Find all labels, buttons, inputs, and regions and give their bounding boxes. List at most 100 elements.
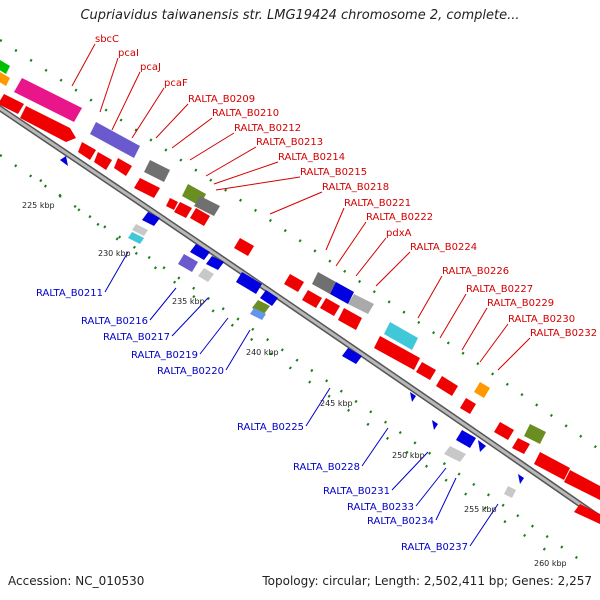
inner-scale-ring — [0, 153, 581, 562]
gene-arrow — [384, 322, 418, 350]
gene-label: RALTA_B0228 — [293, 462, 360, 473]
gene-label: RALTA_B0229 — [487, 298, 554, 309]
kbp-label: 250 kbp — [392, 451, 425, 460]
gene-arrow — [504, 486, 516, 498]
gene-arrow — [250, 308, 266, 320]
gene-arrow — [518, 474, 524, 484]
gene-label: RALTA_B0218 — [322, 182, 389, 193]
gene-label: RALTA_B0232 — [530, 328, 597, 339]
gene-arrow — [564, 470, 600, 500]
gene-arrow — [534, 452, 570, 480]
gene-arrow — [494, 422, 514, 440]
gene-arrow — [436, 376, 458, 396]
gene-arrow — [174, 202, 192, 218]
gene-label: RALTA_B0237 — [401, 542, 468, 553]
gene-arrow — [478, 440, 486, 452]
gene-arrow — [132, 224, 148, 236]
gene-label: RALTA_B0212 — [234, 123, 301, 134]
gene-label: RALTA_B0217 — [103, 332, 170, 343]
kbp-label: 260 kbp — [534, 559, 567, 568]
gene-arrow — [190, 244, 210, 260]
gene-arrow — [90, 122, 140, 158]
gene-arrow — [320, 298, 340, 316]
gene-arrow — [78, 142, 96, 160]
gene-arrow — [60, 156, 68, 166]
gene-arrow — [460, 398, 476, 414]
gene-arrow — [0, 72, 10, 86]
gene-arrow — [206, 256, 224, 270]
gene-arrow — [416, 362, 436, 380]
gene-arrow — [0, 94, 24, 114]
gene-label: RALTA_B0220 — [157, 366, 224, 377]
gene-arrow — [0, 60, 10, 74]
kbp-label: 240 kbp — [246, 348, 279, 357]
outer-scale-ring — [0, 38, 600, 452]
gene-arrow — [142, 212, 160, 226]
gene-label: RALTA_B0234 — [367, 516, 434, 527]
gene-label: RALTA_B0227 — [466, 284, 533, 295]
gene-arrow — [284, 274, 304, 292]
gene-arrow — [198, 268, 214, 282]
gene-arrow — [444, 446, 466, 462]
kbp-label: 225 kbp — [22, 201, 55, 210]
kbp-label: 235 kbp — [172, 297, 205, 306]
gene-label: RALTA_B0215 — [300, 167, 367, 178]
gene-arrow — [178, 254, 198, 272]
gene-arrow — [166, 198, 178, 210]
gene-arrow — [342, 348, 362, 364]
gene-arrow — [410, 392, 416, 402]
gene-label: pdxA — [386, 228, 412, 239]
top-gene-labels: sbcC pcaI pcaJ pcaF RALTA_B0209 RALTA_B0… — [95, 34, 597, 339]
gene-label: RALTA_B0216 — [81, 316, 148, 327]
gene-arrow — [524, 424, 546, 444]
gene-arrow — [512, 438, 530, 454]
axis-tick-ring — [39, 179, 561, 562]
gene-label: RALTA_B0231 — [323, 486, 390, 497]
gene-label: RALTA_B0219 — [131, 350, 198, 361]
gene-label: pcaJ — [140, 62, 161, 73]
gene-arrow — [114, 158, 132, 176]
gene-label: RALTA_B0221 — [344, 198, 411, 209]
gene-label: RALTA_B0224 — [410, 242, 477, 253]
accession-text: Accession: NC_010530 — [8, 574, 145, 588]
gene-label: RALTA_B0226 — [442, 266, 509, 277]
gene-arrow — [128, 232, 144, 244]
gene-arrow — [302, 290, 322, 308]
top-leader-lines — [71, 43, 531, 371]
gene-arrow — [194, 196, 220, 216]
gene-arrow — [190, 208, 210, 226]
bottom-gene-labels: RALTA_B0211 RALTA_B0216 RALTA_B0217 RALT… — [36, 288, 468, 553]
kbp-label: 255 kbp — [464, 505, 497, 514]
gene-label: RALTA_B0230 — [508, 314, 575, 325]
reverse-genes — [60, 156, 524, 498]
gene-arrow — [94, 152, 112, 170]
gene-label: RALTA_B0209 — [188, 94, 255, 105]
gene-label: RALTA_B0222 — [366, 212, 433, 223]
gene-arrow — [234, 238, 254, 256]
gene-label: RALTA_B0214 — [278, 152, 345, 163]
gene-label: RALTA_B0213 — [256, 137, 323, 148]
kbp-label: 230 kbp — [98, 249, 131, 258]
gene-arrow — [574, 504, 600, 524]
gene-arrow — [20, 106, 76, 142]
kbp-label: 245 kbp — [320, 399, 353, 408]
topology-summary: Topology: circular; Length: 2,502,411 bp… — [262, 574, 592, 588]
gene-label: pcaF — [164, 78, 188, 89]
gene-label: RALTA_B0210 — [212, 108, 279, 119]
bottom-leader-lines — [104, 251, 499, 547]
gene-arrow — [312, 272, 336, 294]
forward-genes — [0, 60, 600, 524]
gene-arrow — [252, 300, 270, 314]
gene-arrow — [348, 294, 374, 314]
gene-arrow — [338, 308, 362, 330]
gene-arrow — [456, 430, 476, 448]
gene-label: RALTA_B0233 — [347, 502, 414, 513]
gene-arrow — [14, 78, 82, 122]
gene-label: pcaI — [118, 48, 139, 59]
gene-arrow — [374, 336, 420, 370]
gene-arrow — [474, 382, 490, 398]
gene-label: RALTA_B0211 — [36, 288, 103, 299]
gene-arrow — [260, 290, 278, 306]
gene-arrow — [432, 420, 438, 430]
